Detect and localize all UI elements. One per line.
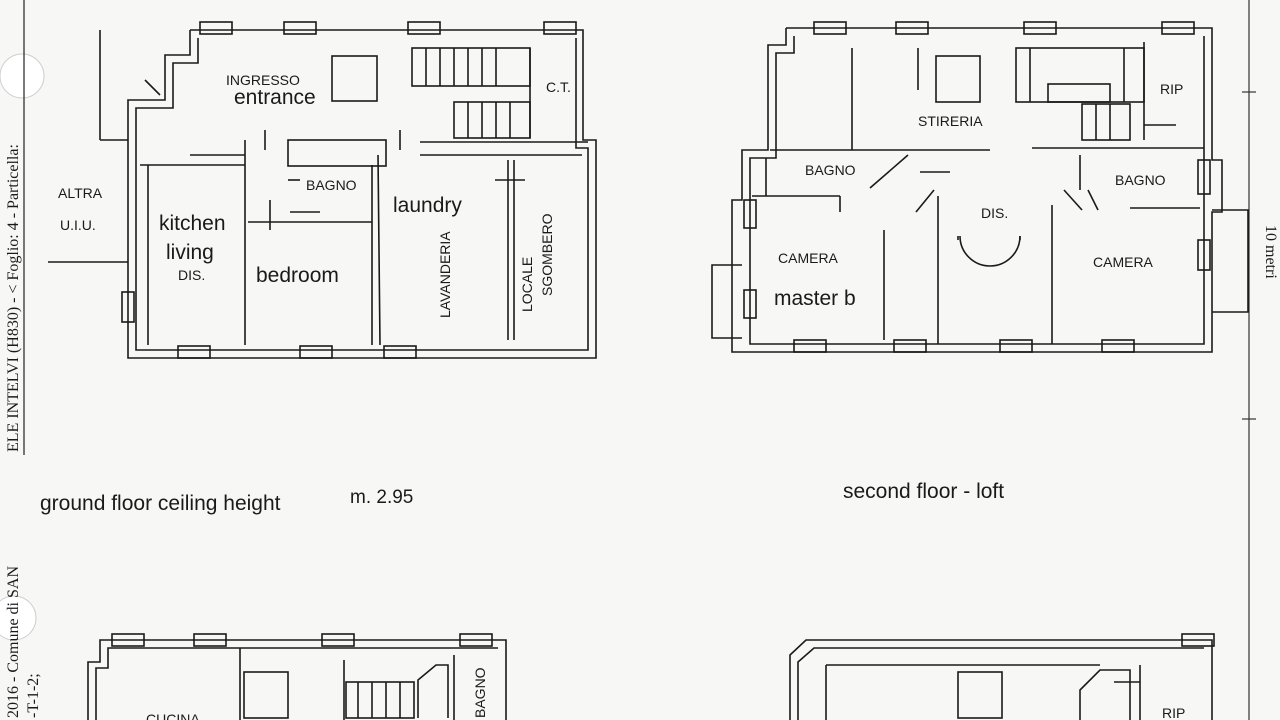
left-margin-text-bottom: 2016 - Comune di SAN (5, 566, 22, 718)
ground-floor-plan (48, 21, 597, 359)
label-kitchen: kitchen (159, 212, 226, 235)
label-rip-upper: RIP (1160, 81, 1183, 97)
punch-hole-top (0, 53, 45, 99)
label-dis-ground: DIS. (178, 267, 205, 283)
scale-label: 10 metri (1262, 225, 1279, 279)
second-floor-plan (711, 21, 1249, 353)
left-margin-text-top: ELE INTELVI (H830) - < Foglio: 4 - Parti… (5, 144, 22, 452)
label-laundry: laundry (393, 194, 462, 217)
caption-ground-floor: ground floor ceiling height (40, 492, 281, 515)
label-dis-second: DIS. (981, 205, 1008, 221)
label-camera-left: CAMERA (778, 250, 839, 266)
label-bagno-ground: BAGNO (306, 177, 357, 193)
label-bagno-left: BAGNO (805, 162, 856, 178)
label-rip-lower: RIP (1162, 705, 1185, 720)
label-camera-right: CAMERA (1093, 254, 1154, 270)
left-margin-code: -T-1-2; (25, 673, 42, 718)
label-master-bedroom: master b (774, 287, 856, 310)
label-entrance: entrance (234, 86, 316, 109)
label-ct: C.T. (546, 79, 571, 95)
label-living: living (166, 241, 214, 264)
label-altra: ALTRA (58, 185, 103, 201)
ground-floor-height: m. 2.95 (350, 487, 413, 508)
label-locale: LOCALE (519, 257, 535, 312)
label-lavanderia: LAVANDERIA (437, 231, 453, 318)
lower-left-plan (87, 633, 507, 720)
label-cucina: CUCINA (146, 711, 200, 720)
label-sgombero: SGOMBERO (539, 213, 555, 296)
label-uiu: U.I.U. (60, 217, 96, 233)
label-bedroom: bedroom (256, 264, 339, 287)
punch-hole-bottom (0, 595, 37, 641)
label-ingresso: INGRESSO (226, 72, 300, 88)
label-bagno-right: BAGNO (1115, 172, 1166, 188)
label-stireria: STIRERIA (918, 113, 983, 129)
caption-second-floor: second floor - loft (843, 480, 1004, 503)
label-bagno-lower: BAGNO (472, 667, 488, 718)
lower-right-plan (789, 633, 1215, 720)
